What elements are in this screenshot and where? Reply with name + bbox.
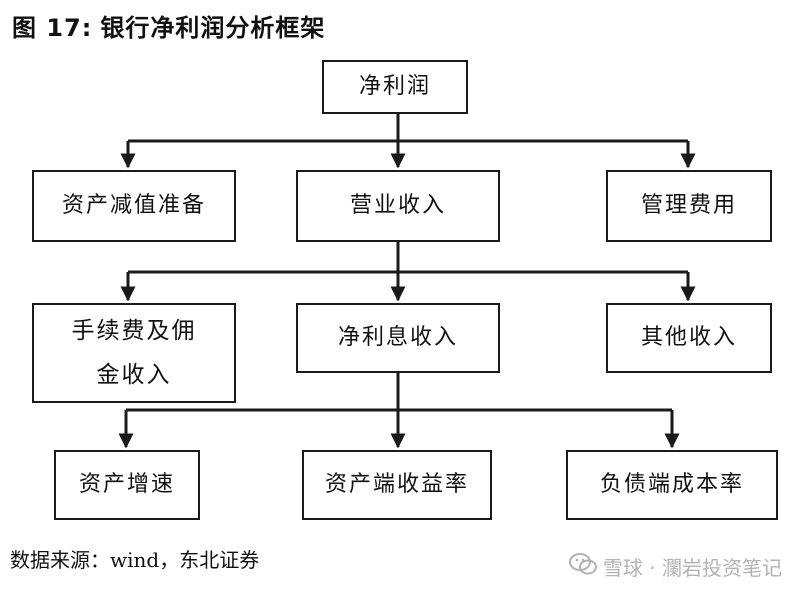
node-net-profit: 净利润 xyxy=(322,60,468,114)
node-net-interest-income: 净利息收入 xyxy=(296,303,500,373)
node-other-income: 其他收入 xyxy=(606,303,772,373)
watermark: 雪球 · 瀾岩投资笔记 xyxy=(568,552,782,581)
figure-title: 图 17:银行净利润分析框架 xyxy=(12,8,325,43)
node-management-expense: 管理费用 xyxy=(606,170,772,242)
data-source-note: 数据来源：wind，东北证券 xyxy=(10,548,260,572)
figure-title-text: 银行净利润分析框架 xyxy=(100,14,326,42)
node-asset-growth: 资产增速 xyxy=(54,450,200,520)
node-asset-yield: 资产端收益率 xyxy=(302,450,492,520)
node-fee-commission-income: 手续费及佣金收入 xyxy=(32,303,236,403)
wechat-icon xyxy=(568,552,597,581)
node-liability-cost: 负债端成本率 xyxy=(566,450,778,520)
watermark-text: 雪球 · 瀾岩投资笔记 xyxy=(602,556,782,580)
figure-number: 图 17: xyxy=(12,14,93,42)
node-asset-impairment: 资产减值准备 xyxy=(32,170,236,242)
node-operating-income: 营业收入 xyxy=(296,170,500,242)
